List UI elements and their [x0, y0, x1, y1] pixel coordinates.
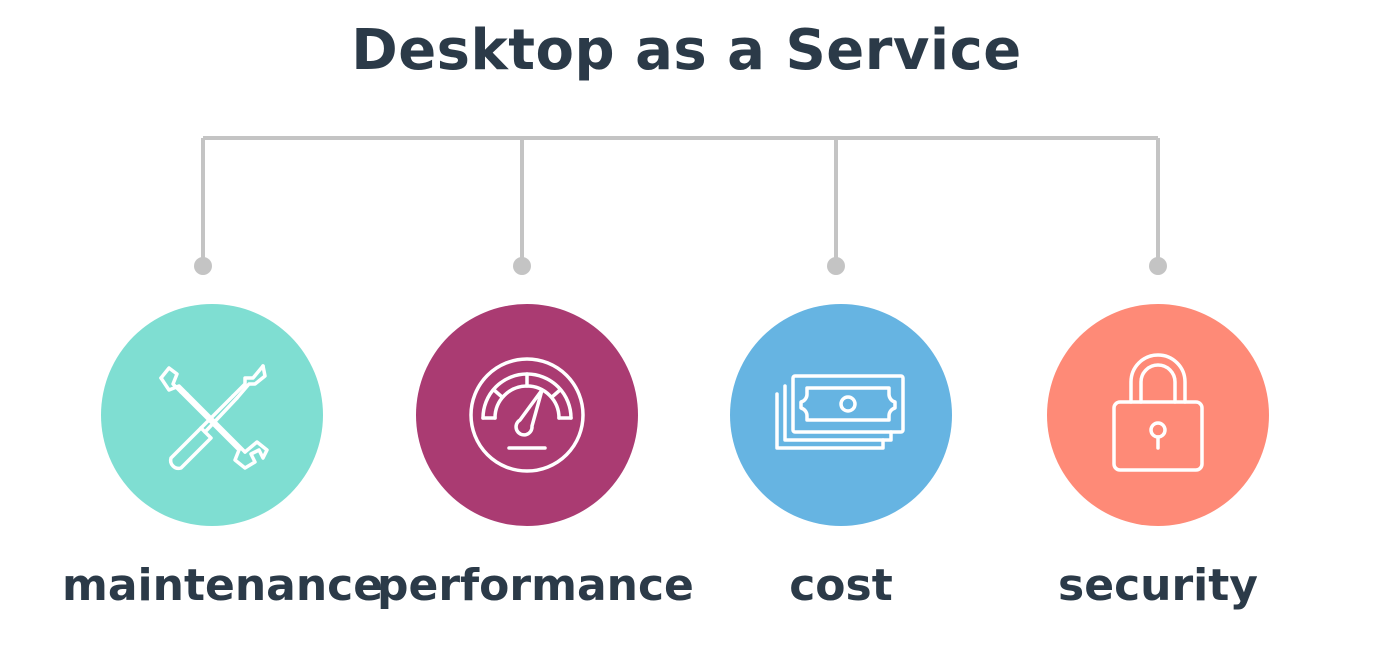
item-cost: cost	[691, 304, 991, 611]
item-label-performance: performance	[377, 560, 694, 611]
item-maintenance: maintenance	[62, 304, 384, 611]
speedometer-icon	[462, 350, 592, 480]
item-label-security: security	[1058, 560, 1258, 611]
cost-circle	[730, 304, 952, 526]
performance-circle	[416, 304, 638, 526]
maintenance-circle	[101, 304, 323, 526]
connector-dot-maintenance	[194, 257, 212, 275]
item-security: security	[1008, 304, 1308, 611]
page-title: Desktop as a Service	[351, 18, 1022, 83]
connector-dot-performance	[513, 257, 531, 275]
connector-dot-cost	[827, 257, 845, 275]
money-stack-icon	[771, 350, 911, 480]
security-circle	[1047, 304, 1269, 526]
item-performance: performance	[377, 304, 694, 611]
connector-dot-security	[1149, 257, 1167, 275]
padlock-icon	[1103, 350, 1213, 480]
item-label-maintenance: maintenance	[62, 560, 384, 611]
item-label-cost: cost	[789, 560, 893, 611]
wrench-screwdriver-icon	[147, 350, 277, 480]
